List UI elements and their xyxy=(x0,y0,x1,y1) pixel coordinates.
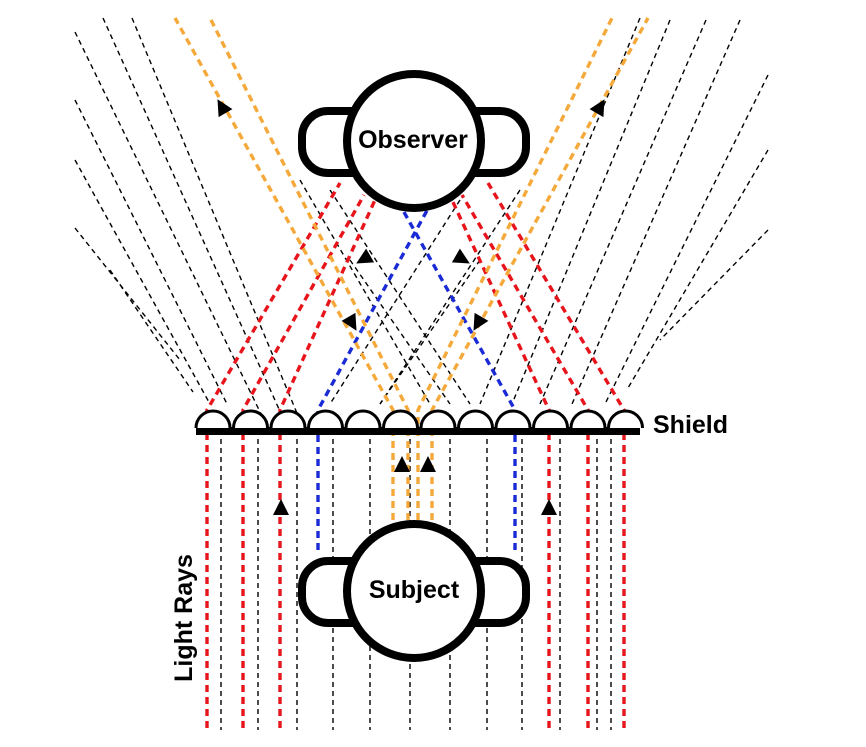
subject-label: Subject xyxy=(369,576,460,604)
traced-ray xyxy=(416,17,614,520)
direction-arrows xyxy=(217,99,605,515)
ambient-ray xyxy=(102,17,284,419)
traced-ray xyxy=(278,199,377,728)
shield-lens xyxy=(457,409,494,429)
traced-ray xyxy=(173,17,395,520)
ambient-ray xyxy=(539,19,707,405)
ambient-ray xyxy=(511,19,671,405)
ambient-ray xyxy=(349,259,451,405)
light-rays-label: Light Rays xyxy=(170,554,198,682)
observer-label: Observer xyxy=(358,126,468,154)
shield-lens xyxy=(344,409,382,429)
arrow-icon xyxy=(356,248,375,264)
arrow-icon xyxy=(341,312,357,331)
subject-face xyxy=(343,520,485,662)
shield-label: Shield xyxy=(653,411,728,439)
shield-lens xyxy=(607,409,644,429)
traced-ray xyxy=(460,194,590,728)
ambient-ray xyxy=(329,189,471,405)
arrow-icon xyxy=(217,99,233,118)
shield-lens xyxy=(419,409,457,429)
shield-bar xyxy=(196,427,640,435)
ambient-ray xyxy=(571,19,741,405)
arrow-icon xyxy=(473,312,489,331)
traced-ray xyxy=(430,17,650,520)
arrow-icon xyxy=(394,456,410,472)
traced-ray xyxy=(450,199,551,728)
shield-lens xyxy=(494,409,532,429)
shield-lens xyxy=(532,409,569,429)
arrow-icon xyxy=(589,99,605,118)
shield-lens xyxy=(269,409,307,429)
traced-ray xyxy=(486,182,626,728)
ambient-ray xyxy=(299,179,431,405)
traced-ray xyxy=(208,17,410,520)
ambient-ray xyxy=(131,17,300,419)
arrow-icon xyxy=(420,456,436,472)
traced-ray xyxy=(205,182,342,728)
ambient-ray xyxy=(379,259,481,405)
shield xyxy=(194,409,644,435)
ambient-ray xyxy=(74,99,228,405)
observer-head xyxy=(298,70,530,212)
ambient-light-rays xyxy=(74,17,769,730)
ambient-ray xyxy=(605,74,769,403)
shield-lens xyxy=(307,409,344,429)
ambient-ray xyxy=(109,269,194,393)
shield-lens xyxy=(232,409,269,429)
ambient-ray xyxy=(479,17,641,405)
arrow-icon xyxy=(451,248,470,264)
ambient-ray xyxy=(329,199,461,405)
observer-face xyxy=(343,70,485,212)
shield-lens xyxy=(194,409,232,429)
shield-lens xyxy=(569,409,607,429)
subject-head xyxy=(298,520,530,662)
ambient-ray xyxy=(74,159,211,405)
ambient-ray xyxy=(74,227,181,361)
ambient-ray xyxy=(627,149,769,389)
ambient-ray xyxy=(659,229,769,341)
arrow-icon xyxy=(541,499,557,515)
arrow-icon xyxy=(273,499,289,515)
shield-lens xyxy=(382,409,419,429)
traced-ray xyxy=(241,194,366,728)
